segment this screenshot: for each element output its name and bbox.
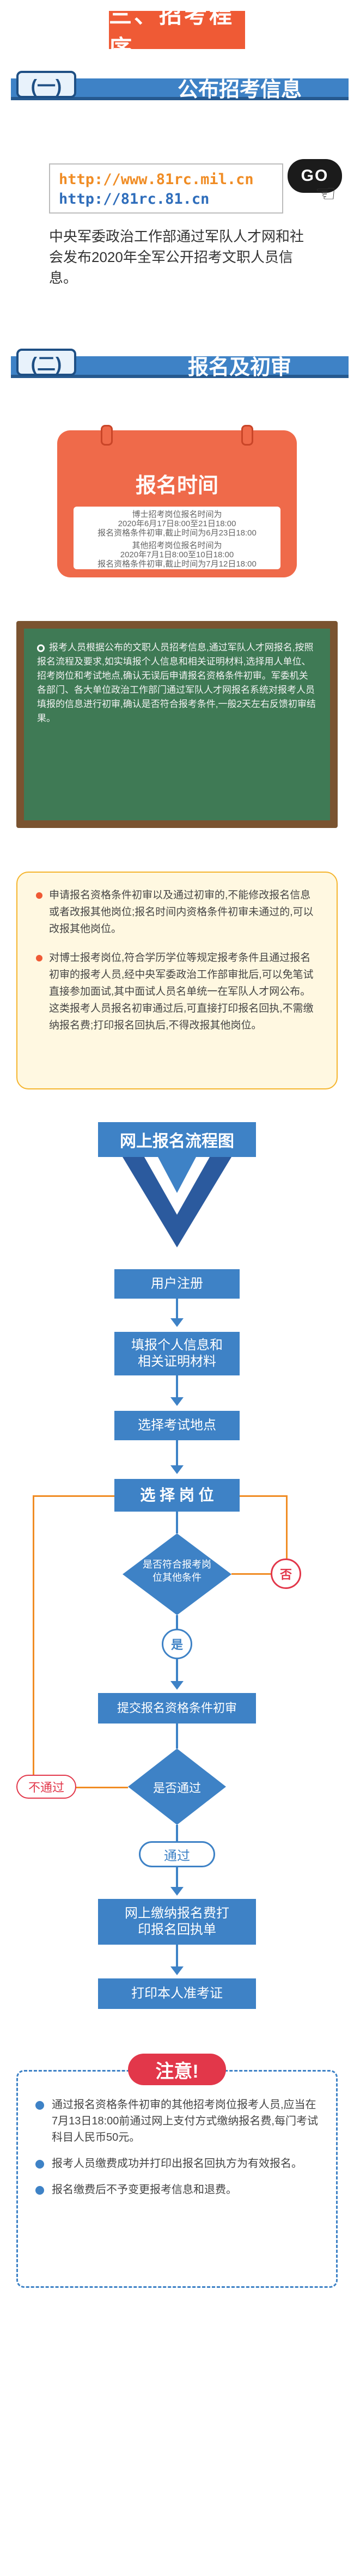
flow-connector — [176, 1659, 178, 1683]
flow-arrow-icon — [170, 1681, 184, 1690]
url-link-secondary[interactable]: http://81rc.81.cn — [59, 191, 210, 208]
note-item: 对博士报考岗位,符合学历学位等规定报考条件且通过报名初审的报考人员,经中央军委政… — [34, 949, 320, 1034]
step2-badge: (二) — [16, 349, 76, 376]
chalkboard-text: 报考人员根据公布的文职人员招考信息,通过军队人才网报名,按照报名流程及要求,如实… — [37, 642, 316, 723]
flow-connector — [176, 1724, 178, 1749]
go-button[interactable]: GO — [288, 159, 342, 193]
flow-banner: 网上报名流程图 — [98, 1122, 256, 1157]
attention-item: 报名缴费后不予变更报考信息和退费。 — [33, 2182, 321, 2198]
attention-item: 报考人员缴费成功并打印出报名回执方为有效报名。 — [33, 2155, 321, 2172]
flow-decision-diamond — [123, 1533, 231, 1615]
fail-label: 不通过 — [16, 1775, 76, 1799]
flow-connector — [176, 1299, 178, 1320]
flow-connector — [176, 1440, 178, 1467]
no-circle: 否 — [271, 1558, 301, 1589]
time-line: 2020年6月17日8:00至21日18:00 — [118, 519, 236, 528]
step2-title: 报名及初审 — [187, 356, 291, 379]
flow-no-connector — [240, 1495, 288, 1497]
flow-fail-connector — [33, 1787, 128, 1788]
time-line: 其他招考岗位报名时间为 — [132, 541, 222, 550]
flow-step-exam-location: 选择考试地点 — [114, 1411, 240, 1440]
flow-connector — [176, 1615, 178, 1631]
attention-text: 报考人员缴费成功并打印出报名回执方为有效报名。 — [52, 2158, 302, 2170]
attention-box: 通过报名资格条件初审的其他招考岗位报考人员,应当在7月13日18:00前通过网上… — [16, 2070, 338, 2288]
flow-connector — [176, 1945, 178, 1969]
bullet-icon — [37, 644, 45, 652]
flow-fail-connector — [33, 1495, 34, 1788]
note-item: 申请报名资格条件初审以及通过初审的,不能修改报名信息或者改报其他岗位;报名时间内… — [34, 887, 320, 937]
flow-no-connector — [231, 1573, 286, 1575]
attention-text: 报名缴费后不予变更报考信息和退费。 — [52, 2184, 237, 2196]
time-line: 报名资格条件初审,截止时间为6月23日18:00 — [97, 528, 257, 538]
url-box: http://www.81rc.mil.cn http://81rc.81.cn — [49, 163, 283, 214]
flow-decision-eligible: 是否符合报考岗位其他条件 — [143, 1559, 211, 1583]
registration-time-board: 报名时间 博士招考岗位报名时间为 2020年6月17日8:00至21日18:00… — [57, 425, 297, 577]
flow-step-print-admission: 打印本人准考证 — [98, 1978, 256, 2009]
flow-step-fill-info: 填报个人信息和相关证明材料 — [114, 1332, 240, 1375]
flow-connector — [176, 1375, 178, 1399]
board-knob-right — [241, 425, 253, 446]
flow-step-register: 用户注册 — [114, 1269, 240, 1299]
time-line: 2020年7月1日8:00至10日18:00 — [120, 550, 234, 559]
note-box: 申请报名资格条件初审以及通过初审的,不能修改报名信息或者改报其他岗位;报名时间内… — [16, 872, 338, 1089]
flow-arrow-icon — [170, 1966, 184, 1975]
time-line: 报名资格条件初审,截止时间为7月12日18:00 — [97, 559, 257, 569]
flow-arrow-icon — [170, 1887, 184, 1896]
flow-arrow-icon — [170, 1397, 184, 1406]
step1-title: 公布招考信息 — [177, 78, 302, 101]
flow-fail-connector — [33, 1495, 114, 1497]
step1-header: (一) 公布招考信息 — [11, 71, 349, 101]
publish-info-text: 中央军委政治工作部通过军队人才网和社会发布2020年全军公开招考文职人员信息。 — [49, 228, 304, 286]
flow-step-submit: 提交报名资格条件初审 — [98, 1693, 256, 1724]
flow-decision-passed: 是否通过 — [152, 1781, 201, 1795]
registration-time-title: 报名时间 — [135, 474, 218, 497]
yes-circle: 是 — [162, 1629, 192, 1659]
url-link-primary[interactable]: http://www.81rc.mil.cn — [59, 171, 254, 188]
pass-pill: 通过 — [139, 1841, 215, 1867]
flow-connector — [176, 1867, 178, 1889]
flow-connector — [176, 1825, 178, 1841]
flow-decision-diamond — [128, 1749, 226, 1825]
flow-connector — [176, 1512, 178, 1533]
attention-item: 通过报名资格条件初审的其他招考岗位报考人员,应当在7月13日18:00前通过网上… — [33, 2097, 321, 2146]
flow-no-connector — [286, 1495, 288, 1558]
step1-badge: (一) — [16, 71, 76, 98]
registration-time-panel: 博士招考岗位报名时间为 2020年6月17日8:00至21日18:00 报名资格… — [74, 507, 280, 569]
chalkboard: 报考人员根据公布的文职人员招考信息,通过军队人才网报名,按照报名流程及要求,如实… — [16, 621, 338, 828]
flow-arrow-icon — [170, 1465, 184, 1474]
attention-text: 通过报名资格条件初审的其他招考岗位报考人员,应当在7月13日18:00前通过网上… — [52, 2099, 318, 2143]
attention-title: 注意! — [128, 2054, 226, 2085]
step2-header: (二) 报名及初审 — [11, 349, 349, 379]
pointer-hand-icon: ☜ — [315, 180, 337, 207]
flow-arrow-icon — [170, 1318, 184, 1327]
board-knob-left — [101, 425, 113, 446]
flow-step-pay: 网上缴纳报名费打印报名回执单 — [98, 1899, 256, 1945]
flow-step-select-post: 选 择 岗 位 — [114, 1479, 240, 1512]
time-line: 博士招考岗位报名时间为 — [132, 510, 222, 519]
